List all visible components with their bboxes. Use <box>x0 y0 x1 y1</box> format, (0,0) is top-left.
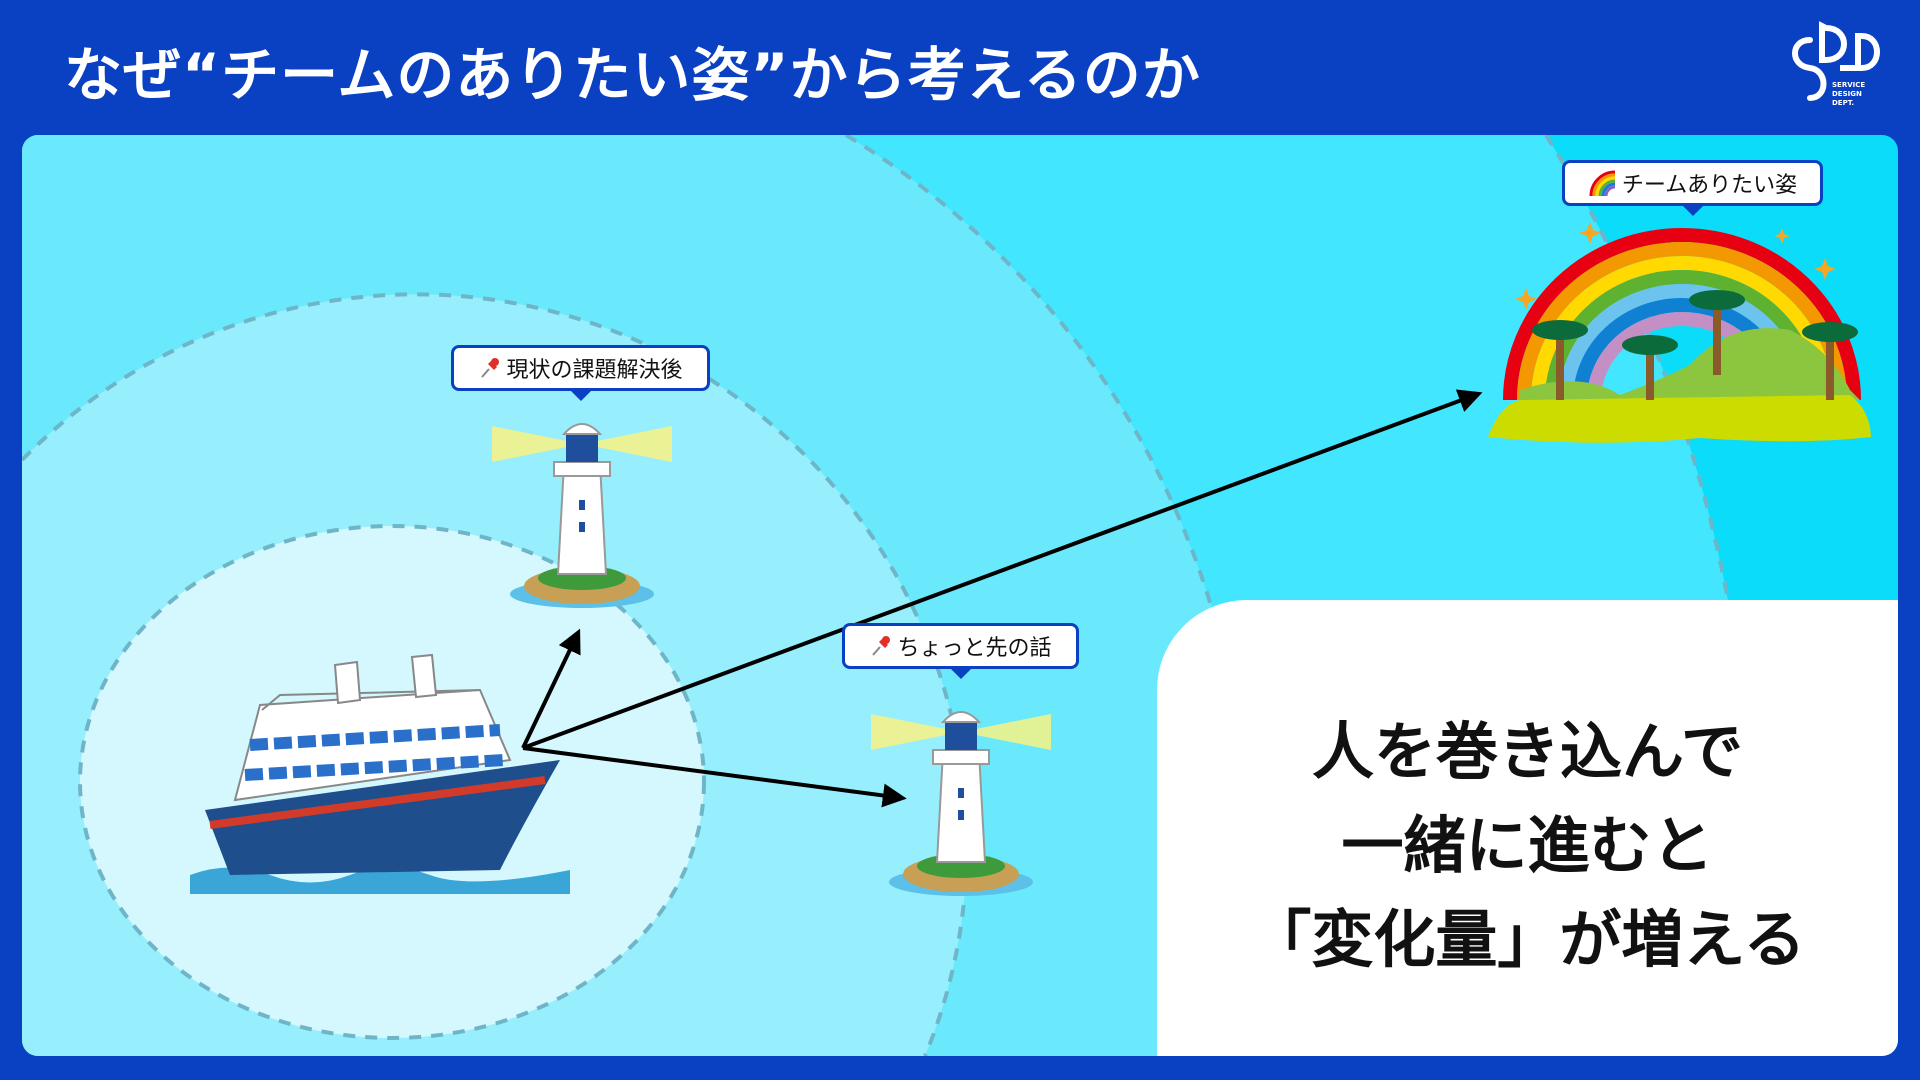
message-line: 人を巻き込んで <box>1312 715 1743 788</box>
pushpin-icon <box>481 358 500 378</box>
label-current-solved: 現状の課題解決後 <box>451 345 710 401</box>
logo-text: SERVICE DESIGN DEPT. <box>1832 81 1865 108</box>
logo-line: DESIGN <box>1832 90 1862 98</box>
page-title: なぜ“チームのありたい姿”から考えるのか <box>64 41 1201 109</box>
logo-line: DEPT. <box>1832 99 1855 107</box>
sdd-logo <box>1792 21 1880 101</box>
ring-present <box>78 524 706 1040</box>
pushpin-icon <box>872 636 891 656</box>
arrow-to-near-goal <box>522 746 907 808</box>
message-panel: 人を巻き込んで 一緒に進むと 「変化量」が増える <box>1157 600 1898 1056</box>
arrow-to-ideal <box>522 389 1483 750</box>
lighthouse-icon <box>871 711 1051 896</box>
lighthouse-icon <box>492 423 672 608</box>
label-near-future: ちょっと先の話 <box>842 623 1079 679</box>
ship-icon <box>190 653 570 894</box>
label-text: チームありたい姿 <box>1621 173 1798 198</box>
rainbow-icon <box>1589 170 1616 196</box>
label-text: 現状の課題解決後 <box>506 358 683 383</box>
label-team-ideal: チームありたい姿 <box>1562 160 1823 216</box>
message-line: 「変化量」が増える <box>1249 903 1806 976</box>
logo-line: SERVICE <box>1832 81 1866 89</box>
message-line: 一緒に進むと <box>1341 809 1714 882</box>
rainbow-island-icon <box>1488 222 1871 443</box>
arrow-to-current-goal <box>521 628 581 749</box>
label-text: ちょっと先の話 <box>897 636 1052 661</box>
